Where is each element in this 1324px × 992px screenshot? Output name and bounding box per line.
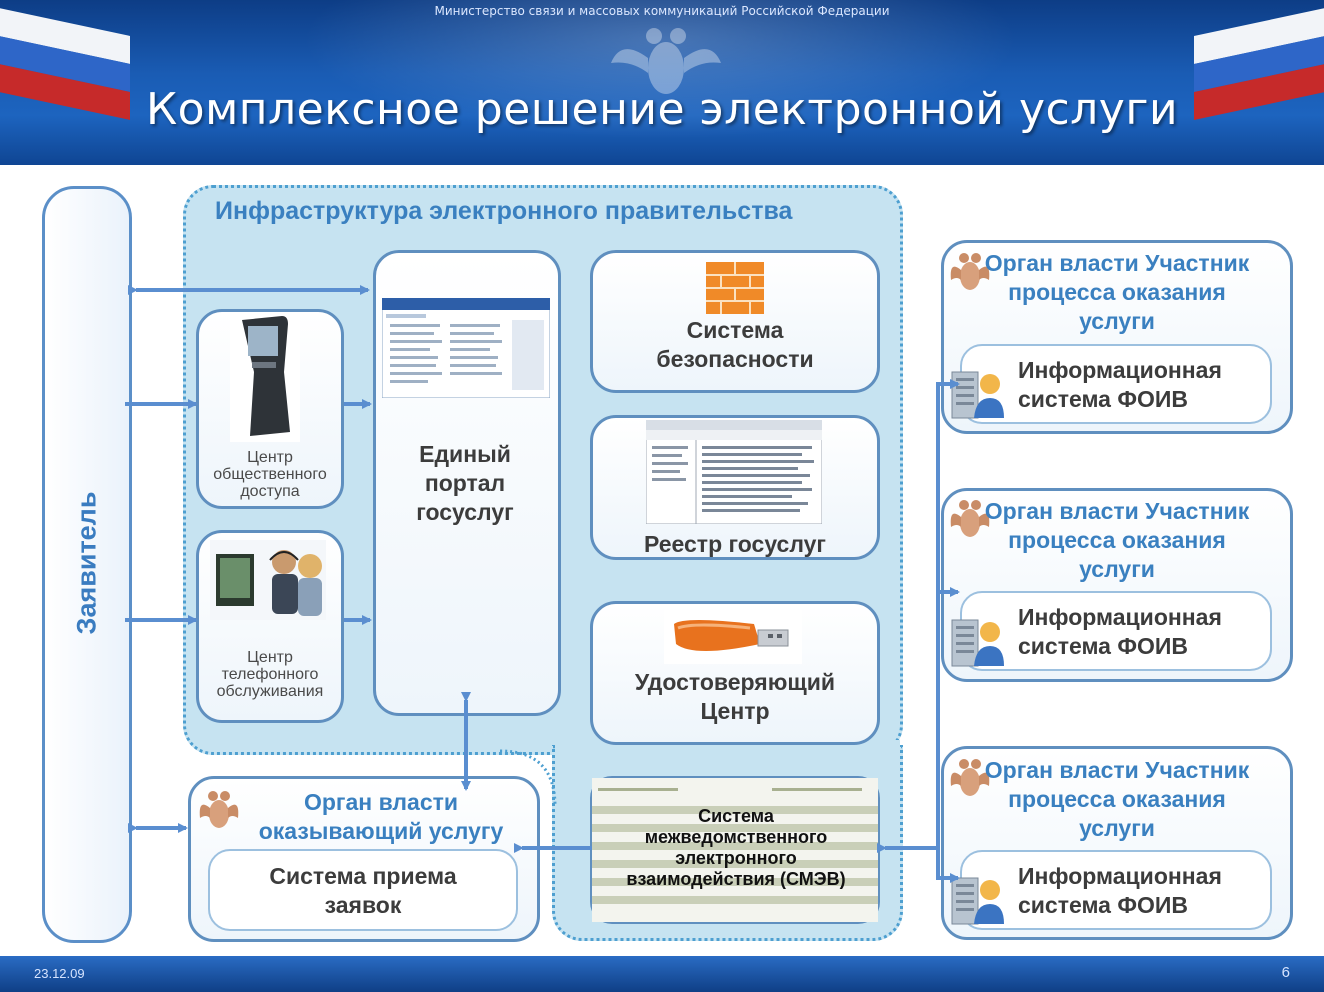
firewall-brick-wall-icon: [706, 262, 764, 314]
applications-system-label: Система приема заявок: [269, 863, 457, 918]
foiv-information-system-label: Информационная система ФОИВ: [1018, 357, 1222, 412]
participant-authority-title: Орган власти Участник процесса оказания …: [984, 250, 1250, 334]
slide-title: Комплексное решение электронной услуги: [145, 84, 1179, 135]
call-center-operators-icon: [210, 540, 326, 620]
kiosk-terminal-icon: [230, 312, 300, 442]
ministry-caption: Министерство связи и массовых коммуникац…: [434, 4, 890, 18]
services-registry-label: Реестр госуслуг: [643, 531, 827, 557]
public-access-center-label: Центр общественного доступа: [213, 449, 327, 500]
coat-of-arms-icon: [950, 759, 990, 796]
smev-label: Система межведомственного электронного в…: [626, 806, 846, 889]
double-headed-eagle-emblem-icon: [611, 28, 721, 94]
participant-authority-title: Орган власти Участник процесса оказания …: [984, 757, 1250, 841]
page-number: 6: [1281, 964, 1290, 981]
foiv-information-system-label: Информационная система ФОИВ: [1018, 604, 1222, 659]
footer-bar: 23.12.09 6: [0, 956, 1324, 992]
providing-authority-title: Орган власти оказывающий услугу: [258, 789, 504, 844]
portal-screenshot-icon: [382, 298, 550, 398]
server-user-icon: [951, 619, 1004, 667]
registry-screenshot-icon: [646, 420, 822, 524]
security-system-box: [590, 250, 880, 393]
applicant-bar: [42, 186, 132, 943]
footer-date: 23.12.09: [34, 966, 85, 981]
coat-of-arms-icon: [950, 253, 990, 290]
participant-authority-title: Орган власти Участник процесса оказания …: [984, 498, 1250, 582]
foiv-information-system-box: [960, 344, 1272, 424]
usb-token-icon: [664, 610, 802, 664]
call-center-label: Центр телефонного обслуживания: [216, 649, 324, 700]
infra-region-joiner: [555, 740, 900, 760]
server-user-icon: [951, 371, 1004, 419]
server-user-icon: [951, 877, 1004, 925]
coat-of-arms-icon: [950, 500, 990, 537]
header-glow: [300, 0, 1020, 140]
applications-system-box: [208, 849, 518, 931]
foiv-information-system-label: Информационная система ФОИВ: [1018, 863, 1222, 918]
smev-screenshot-icon: [592, 778, 878, 922]
region-curve: [500, 749, 557, 807]
infrastructure-title: Инфраструктура электронного правительств…: [215, 197, 793, 225]
foiv-information-system-box: [960, 591, 1272, 671]
header-banner: Министерство связи и массовых коммуникац…: [0, 0, 1324, 165]
coat-of-arms-icon: [199, 791, 239, 828]
unified-portal-label: Единый портал госуслуг: [416, 441, 514, 525]
security-system-label: Система безопасности: [656, 317, 814, 372]
certification-center-label: Удостоверяющий Центр: [634, 669, 836, 724]
